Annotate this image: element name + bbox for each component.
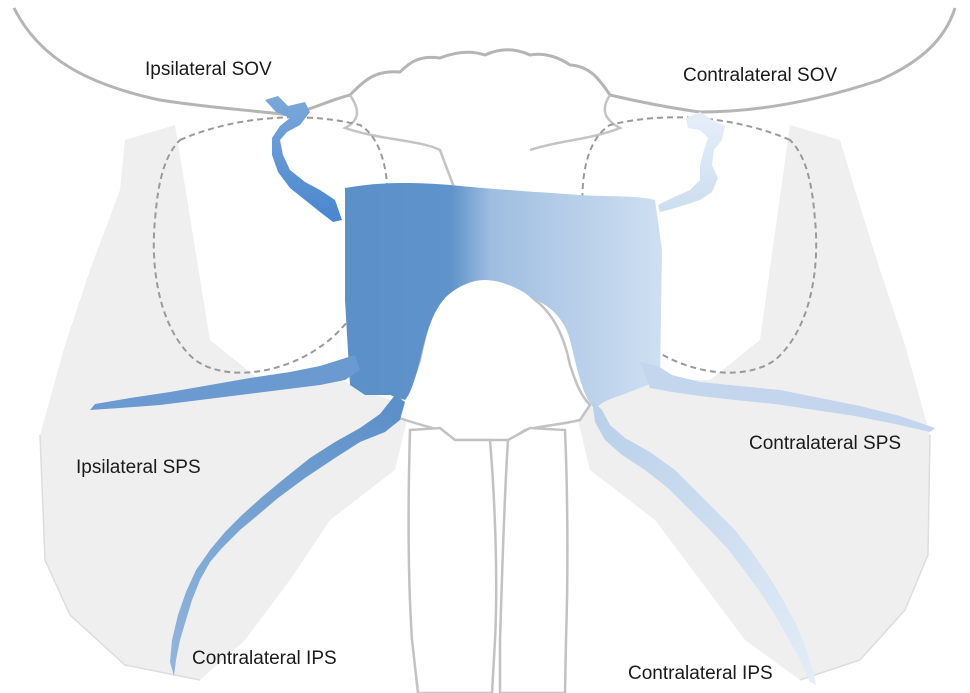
label-ipsilateral-sov: Ipsilateral SOV: [145, 60, 272, 79]
right-clivus-column: [500, 428, 567, 693]
label-ipsilateral-sps: Ipsilateral SPS: [76, 458, 201, 477]
contralateral-sov-vessel: [658, 112, 725, 212]
label-contralateral-ips-left: Contralateral IPS: [192, 649, 337, 668]
label-contralateral-sov: Contralateral SOV: [683, 66, 837, 85]
left-clivus-column: [409, 428, 497, 693]
label-contralateral-sps: Contralateral SPS: [749, 434, 901, 453]
label-contralateral-ips-right: Contralateral IPS: [628, 664, 773, 683]
